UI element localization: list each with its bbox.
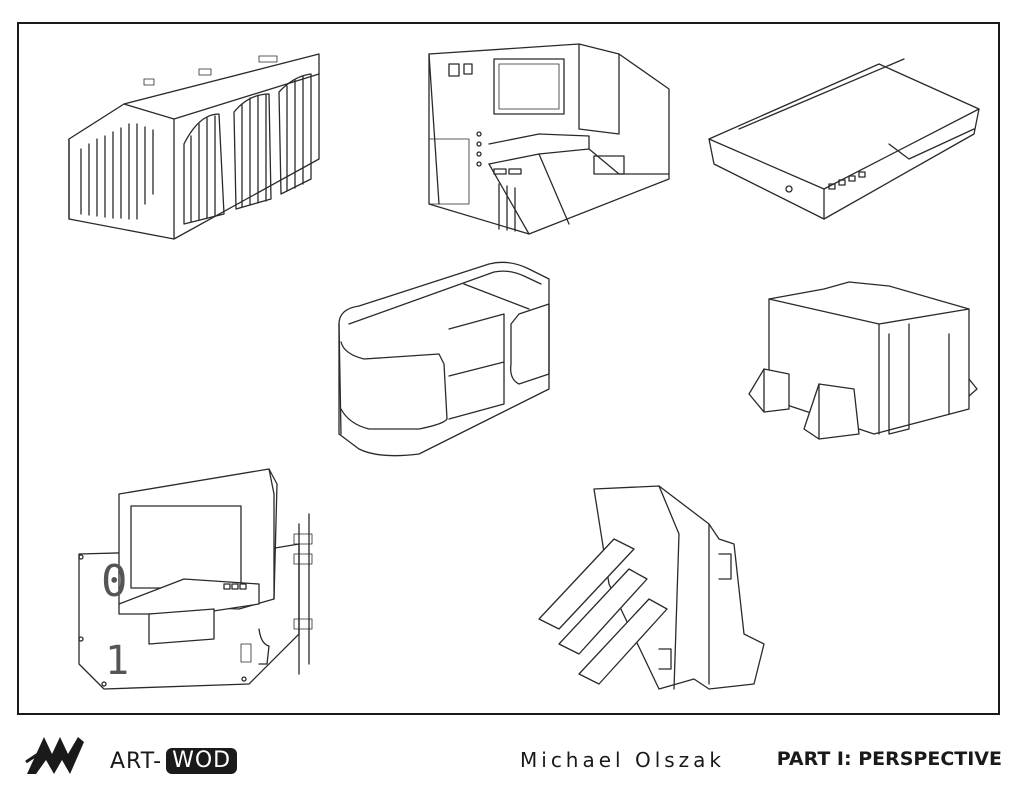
perspective-sketches: 0 1	[68, 43, 980, 690]
sketch-louvered-container	[68, 53, 320, 240]
panel-number-bottom: 1	[105, 638, 129, 684]
sketch-flat-slab	[708, 58, 980, 220]
author-name: Michael Olszak	[520, 748, 726, 772]
sketch-wall-monitor: 0 1	[78, 468, 313, 690]
panel-number-top: 0	[101, 556, 128, 607]
sketch-counter-desk	[338, 261, 550, 457]
brand-prefix: ART-	[110, 748, 163, 774]
sketch-angled-fins	[538, 485, 765, 690]
sketch-sheet-frame: 0 1	[17, 22, 1000, 715]
brand-wordmark: ART- WOD	[110, 748, 238, 774]
sheet-footer: ART- WOD Michael Olszak PART I: PERSPECT…	[0, 718, 1020, 800]
artwod-logo-icon	[25, 737, 84, 774]
sketch-block-steps	[748, 281, 978, 440]
part-title: PART I: PERSPECTIVE	[776, 748, 1002, 770]
brand-highlight: WOD	[166, 748, 238, 774]
sketch-computer-console	[428, 43, 670, 235]
